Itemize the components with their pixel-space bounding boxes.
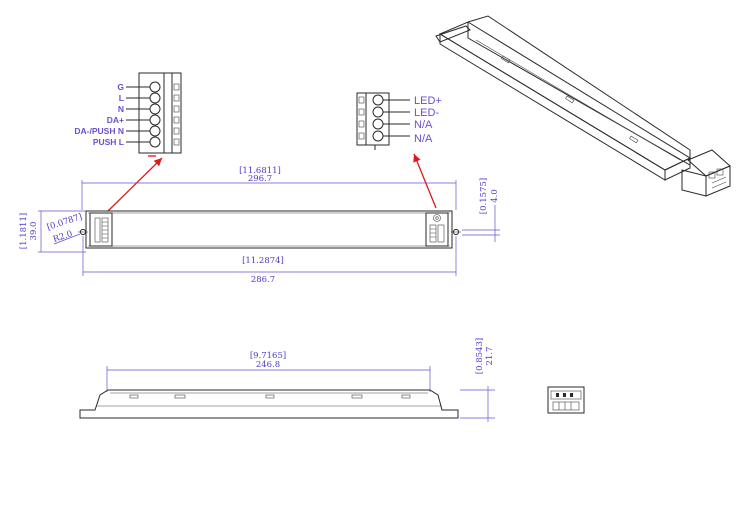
output-pin-label-led-minus: LED-: [414, 107, 439, 119]
mount-pitch-inch: [11.2874]: [242, 256, 284, 266]
side-length-mm: 246.8: [256, 360, 280, 370]
input-terminal-detail: G L N DA+ DA-/PUSH N PUSH L: [74, 72, 182, 157]
overall-length-inch: [11.6811]: [239, 166, 281, 176]
width-mm: 39.0: [29, 222, 39, 241]
overall-length-mm: 296.7: [248, 174, 272, 184]
output-terminal-detail: LED+ LED- N/A N/A: [356, 92, 442, 150]
mount-pitch-mm: 286.7: [251, 275, 275, 285]
output-pin-label-led-plus: LED+: [414, 95, 442, 107]
input-pin-label-g: G: [117, 82, 124, 92]
input-callout-arrow: [107, 157, 163, 212]
side-length-inch: [9.7165]: [250, 351, 286, 361]
hole-radius-mm: R2.0: [52, 229, 74, 245]
output-pin-label-na-1: N/A: [414, 119, 433, 131]
hole-radius-inch: [0.0787]: [46, 212, 84, 233]
input-pin-label-da-plus: DA+: [107, 115, 124, 125]
width-inch: [1.1811]: [19, 213, 29, 249]
input-pin-label-l: L: [119, 93, 124, 103]
output-callout-arrow: [413, 153, 437, 209]
input-pin-label-push-l: PUSH L: [93, 137, 124, 147]
edge-mm: 4.0: [490, 189, 500, 203]
input-pin-rows: [126, 81, 180, 148]
input-pin-label-da-minus-push-n: DA-/PUSH N: [74, 126, 124, 136]
side-view: [9.7165] 246.8 [0.8543] 21.7: [79, 338, 495, 422]
isometric-view: [435, 15, 731, 197]
side-height-inch: [0.8543]: [475, 338, 485, 374]
end-view: [547, 386, 585, 414]
output-pin-label-na-2: N/A: [414, 133, 433, 145]
top-view: [11.6811] 296.7 [1.1811] 39.0 [0.0787]: [19, 166, 500, 285]
edge-inch: [0.1575]: [479, 178, 489, 214]
side-height-mm: 21.7: [485, 347, 495, 366]
input-pin-label-n: N: [118, 104, 124, 114]
